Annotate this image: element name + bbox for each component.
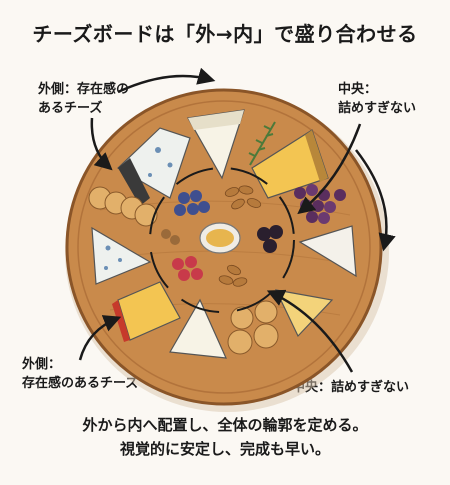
crackers-bottom xyxy=(227,300,279,355)
caption-line-2: 視覚的に安定し、完成も早い。 xyxy=(119,440,330,458)
walnuts xyxy=(161,229,180,245)
label-center-bottom-right: 中央：詰めすぎない xyxy=(292,380,410,395)
brie-wedge-bottom xyxy=(169,298,227,359)
outer-arc-arrow-top xyxy=(117,67,216,94)
caption-line-1: 外から内へ配置し、全体の輪郭を定める。 xyxy=(82,416,368,434)
label-line: 中央： xyxy=(338,82,378,97)
arrow-outer-top-left xyxy=(90,117,113,171)
label-line: 外側： xyxy=(22,357,62,372)
brie-wedge xyxy=(187,109,245,180)
rosemary-sprig xyxy=(249,121,276,166)
blackberries xyxy=(257,225,283,253)
caption: 外から内へ配置し、全体の輪郭を定める。 視覚的に安定し、完成も早い。 xyxy=(0,413,450,461)
raspberries xyxy=(172,256,203,281)
aged-cheese-wedge xyxy=(251,129,329,199)
arrow-outer-bottom-left xyxy=(78,315,122,361)
label-line: 詰めすぎない xyxy=(338,101,417,116)
label-line: あるチーズ xyxy=(38,101,103,116)
blueberries xyxy=(174,190,210,216)
blue-cheese-wedge xyxy=(117,127,191,206)
label-outer-bottom-left: 外側： 存在感のあるチーズ xyxy=(22,355,138,393)
page-title: チーズボードは「外→内」で盛り合わせる xyxy=(32,22,418,46)
label-center-top-right: 中央： 詰めすぎない xyxy=(338,80,416,118)
white-cheese-wedge xyxy=(298,225,357,278)
label-outer-top-left: 外側：存在感の あるチーズ xyxy=(38,80,129,118)
label-line: 外側：存在感の xyxy=(38,82,130,97)
outer-arc-arrow-right xyxy=(355,149,396,252)
crackers-left xyxy=(88,186,158,227)
honey-dish xyxy=(199,222,241,254)
blue-cheese-left xyxy=(91,226,152,285)
arrow-center-bottom-right xyxy=(266,289,354,373)
board-inner-ring xyxy=(77,100,371,394)
arrow-center-top-right xyxy=(297,123,362,215)
label-line: 存在感のあるチーズ xyxy=(22,376,139,391)
almonds xyxy=(218,185,262,287)
inner-ring-path xyxy=(149,167,295,313)
